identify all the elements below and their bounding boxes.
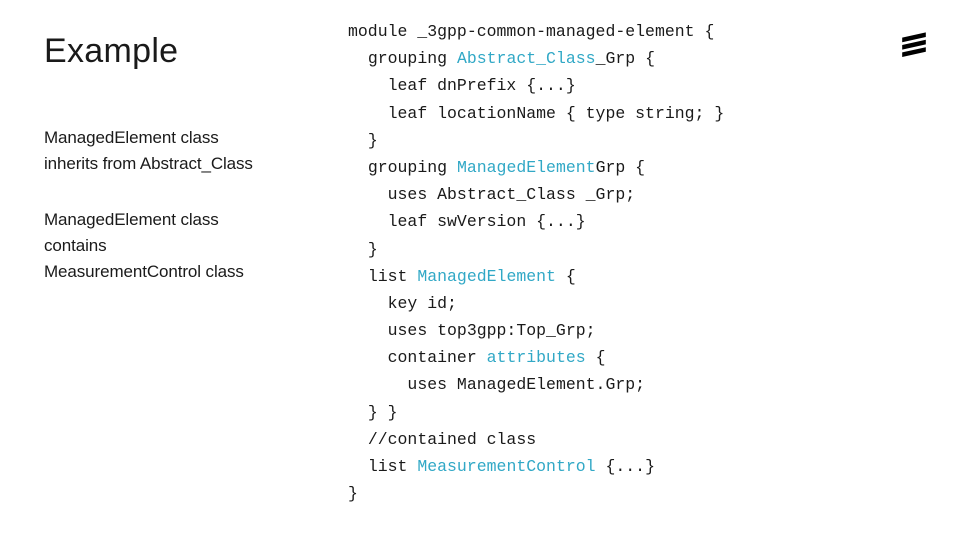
code-token: module _3gpp-common-managed-element { [348, 22, 715, 41]
code-line: module _3gpp-common-managed-element { [348, 18, 848, 45]
code-token: list [367, 266, 418, 286]
code-indent [348, 158, 368, 177]
code-line: } [348, 127, 848, 154]
code-indent [348, 267, 368, 286]
code-token: leaf locationName { type string; } [387, 103, 725, 123]
code-token: } [367, 239, 378, 259]
code-line: leaf swVersion {...} [348, 208, 848, 235]
code-token: { [585, 348, 606, 368]
code-indent [348, 76, 388, 95]
yang-code-listing: module _3gpp-common-managed-element { gr… [348, 18, 848, 507]
code-token: } } [367, 402, 398, 422]
code-indent [348, 49, 368, 68]
code-token: uses ManagedElement.Grp; [407, 375, 646, 395]
code-indent [348, 348, 388, 367]
code-token-highlighted: ManagedElement [417, 266, 556, 286]
bullet-list: ManagedElement class inherits from Abstr… [44, 125, 312, 285]
code-token: container [387, 348, 487, 368]
code-indent [348, 212, 388, 231]
code-token: //contained class [367, 429, 537, 449]
code-token: uses top3gpp:Top_Grp; [387, 321, 596, 341]
left-content-column: Example ManagedElement class inherits fr… [44, 30, 312, 285]
page-title: Example [44, 32, 179, 70]
code-line: leaf dnPrefix {...} [348, 72, 848, 99]
code-token: leaf swVersion {...} [387, 212, 586, 232]
code-token: grouping [367, 49, 457, 69]
code-token-highlighted: MeasurementControl [417, 457, 596, 476]
code-line: leaf locationName { type string; } [348, 100, 848, 127]
code-indent [348, 185, 388, 204]
code-token: Grp { [595, 157, 646, 177]
code-line: uses top3gpp:Top_Grp; [348, 317, 848, 344]
code-token-highlighted: ManagedElement [456, 157, 596, 177]
code-indent [348, 375, 407, 394]
bullet-item-containment: ManagedElement class contains Measuremen… [44, 210, 244, 281]
code-token: uses Abstract_Class _Grp; [387, 185, 636, 205]
code-indent [348, 457, 368, 476]
code-line: list MeasurementControl {...} [348, 453, 848, 480]
code-indent [348, 430, 368, 449]
code-line: uses ManagedElement.Grp; [348, 371, 848, 398]
code-line: container attributes { [348, 344, 848, 371]
code-token-highlighted: Abstract_Class [456, 49, 596, 69]
code-indent [348, 240, 368, 259]
ericsson-logo [902, 32, 926, 57]
code-indent [348, 131, 368, 150]
code-token: } [348, 484, 358, 504]
code-token-highlighted: attributes [486, 348, 586, 368]
code-token: { [555, 266, 576, 286]
code-line: uses Abstract_Class _Grp; [348, 181, 848, 208]
code-indent [348, 104, 388, 123]
code-line: grouping Abstract_Class_Grp { [348, 45, 848, 72]
code-line: } [348, 480, 848, 507]
code-line: //contained class [348, 426, 848, 453]
code-token: {...} [595, 457, 655, 476]
code-line: key id; [348, 290, 848, 317]
code-indent [348, 294, 388, 313]
code-token: } [367, 130, 378, 150]
bullet-item-inheritance: ManagedElement class inherits from Abstr… [44, 128, 253, 173]
code-line: } } [348, 399, 848, 426]
code-token: grouping [367, 157, 457, 177]
code-token: leaf dnPrefix {...} [387, 76, 576, 96]
code-line: } [348, 236, 848, 263]
code-line: grouping ManagedElementGrp { [348, 154, 848, 181]
code-token: key id; [387, 293, 457, 313]
code-indent [348, 403, 368, 422]
code-indent [348, 321, 388, 340]
code-token: list [367, 457, 418, 476]
code-token: _Grp { [595, 49, 655, 69]
code-line: list ManagedElement { [348, 263, 848, 290]
